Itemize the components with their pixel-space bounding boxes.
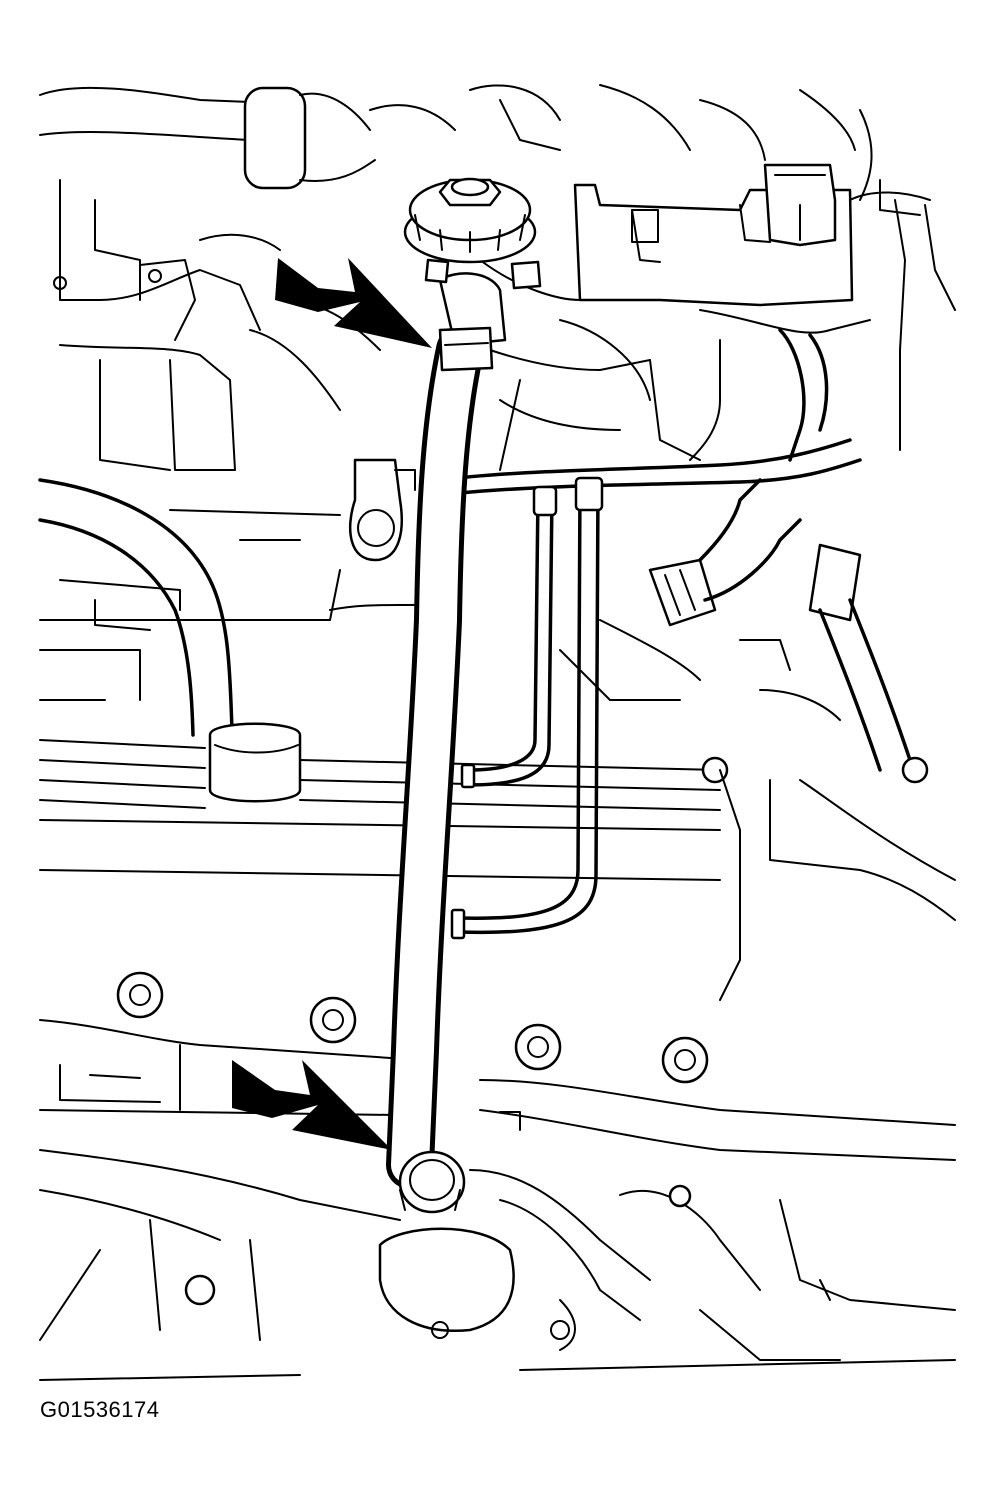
valve-cover-ribs	[39, 739, 721, 881]
lower-fitting	[398, 1150, 466, 1214]
arrow-icon	[275, 258, 432, 348]
arrow-icon	[232, 1060, 392, 1150]
vacuum-tubes	[450, 476, 604, 940]
engine-background	[38, 84, 956, 1381]
cylinder-head-bolts	[116, 971, 709, 1084]
egr-tube	[386, 326, 484, 1189]
figure-id-code: G01536174	[40, 1397, 160, 1422]
egr-valve	[403, 177, 542, 372]
